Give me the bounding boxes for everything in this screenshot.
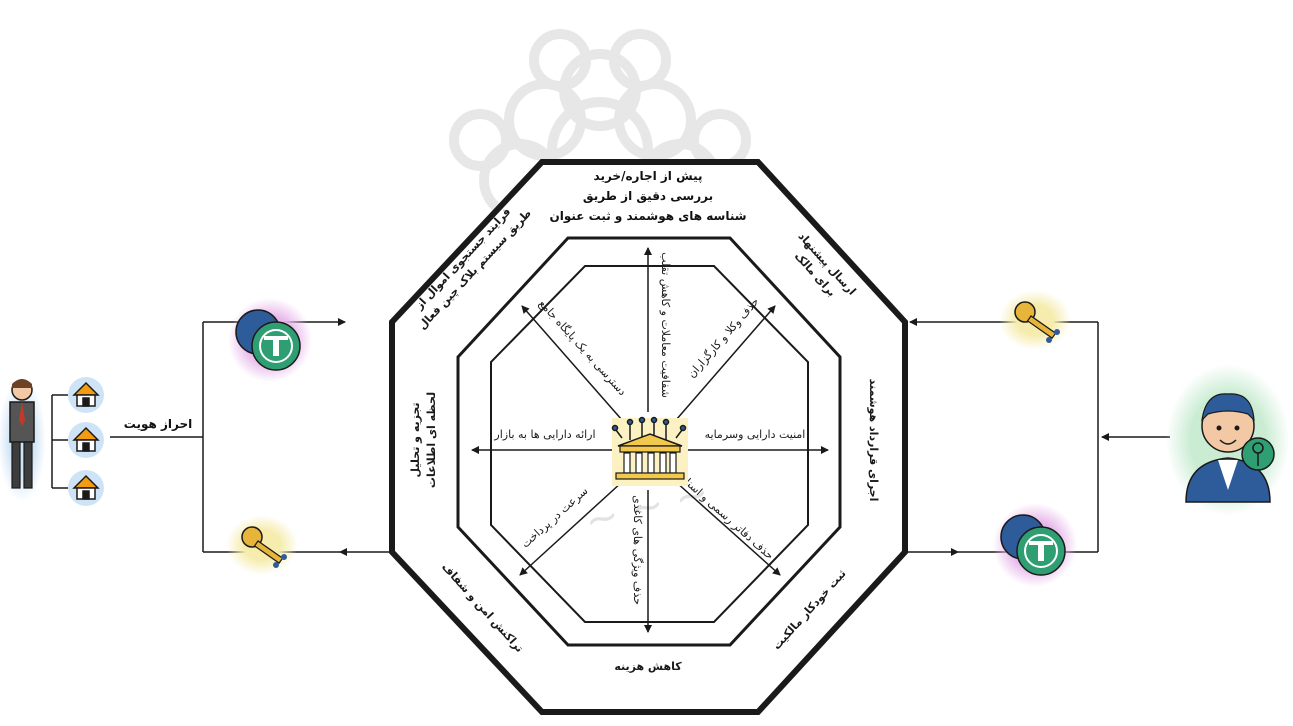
digital-key-icon — [999, 290, 1071, 350]
svg-text:اجرای قرارداد هوشمند: اجرای قرارداد هوشمند — [867, 379, 880, 502]
house-icon — [68, 470, 104, 506]
top-text-line1: پیش از اجاره/خرید — [594, 169, 703, 183]
house-icon — [68, 377, 104, 413]
ring-text-right: اجرای قرارداد هوشمند — [867, 379, 880, 502]
digital-key-icon — [226, 515, 298, 575]
svg-text:لحظه ای اطلاعات: لحظه ای اطلاعات — [425, 392, 438, 488]
tether-token-icon — [228, 298, 312, 382]
spoke-label-right: امنیت دارایی وسرمایه — [705, 428, 806, 441]
spoke-label-up: شفافیت معاملات و کاهش تقلب — [659, 252, 672, 398]
svg-text:تجزیه و تحلیل: تجزیه و تحلیل — [409, 402, 422, 477]
owner-person-icon — [0, 378, 46, 502]
tether-token-icon — [993, 503, 1077, 587]
buyer-person-icon — [1166, 364, 1290, 516]
spoke-label-down: حذف ویژگی های کاغذی — [631, 495, 644, 605]
house-icon — [68, 422, 104, 458]
identity-label: احراز هویت — [124, 417, 192, 432]
owned-houses — [52, 377, 104, 506]
top-text-line2: بررسی دقیق از طریق — [583, 189, 713, 203]
spoke-label-left: ارائه دارایی ها به بازار — [493, 428, 595, 441]
top-text-line3: شناسه های هوشمند و ثبت عنوان — [549, 209, 746, 224]
ring-text-bottom: کاهش هزینه — [614, 660, 682, 673]
blockchain-building-icon — [612, 418, 688, 487]
